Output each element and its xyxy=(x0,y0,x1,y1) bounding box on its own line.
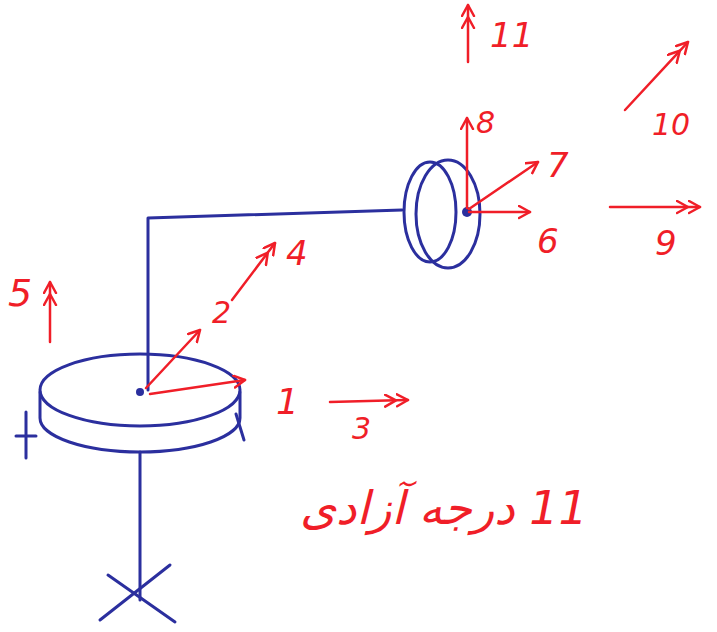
axis-number: 6 xyxy=(537,224,559,258)
axis-arrows xyxy=(50,5,700,402)
axis-number: 3 xyxy=(352,414,371,444)
axis-number: 4 xyxy=(286,236,308,270)
axis-number: 1 xyxy=(276,384,299,420)
joint-dot xyxy=(136,388,144,396)
axis-number: 2 xyxy=(212,298,231,328)
axis-number: 10 xyxy=(652,110,690,140)
axis-number: 7 xyxy=(547,148,569,182)
robot-body xyxy=(16,160,480,622)
dof-note: 11 درجه آزادی xyxy=(300,485,588,531)
axis-number: 11 xyxy=(490,18,533,52)
axis-number: 8 xyxy=(476,108,495,138)
axis-number: 5 xyxy=(8,274,32,312)
axis-number: 9 xyxy=(655,226,677,260)
